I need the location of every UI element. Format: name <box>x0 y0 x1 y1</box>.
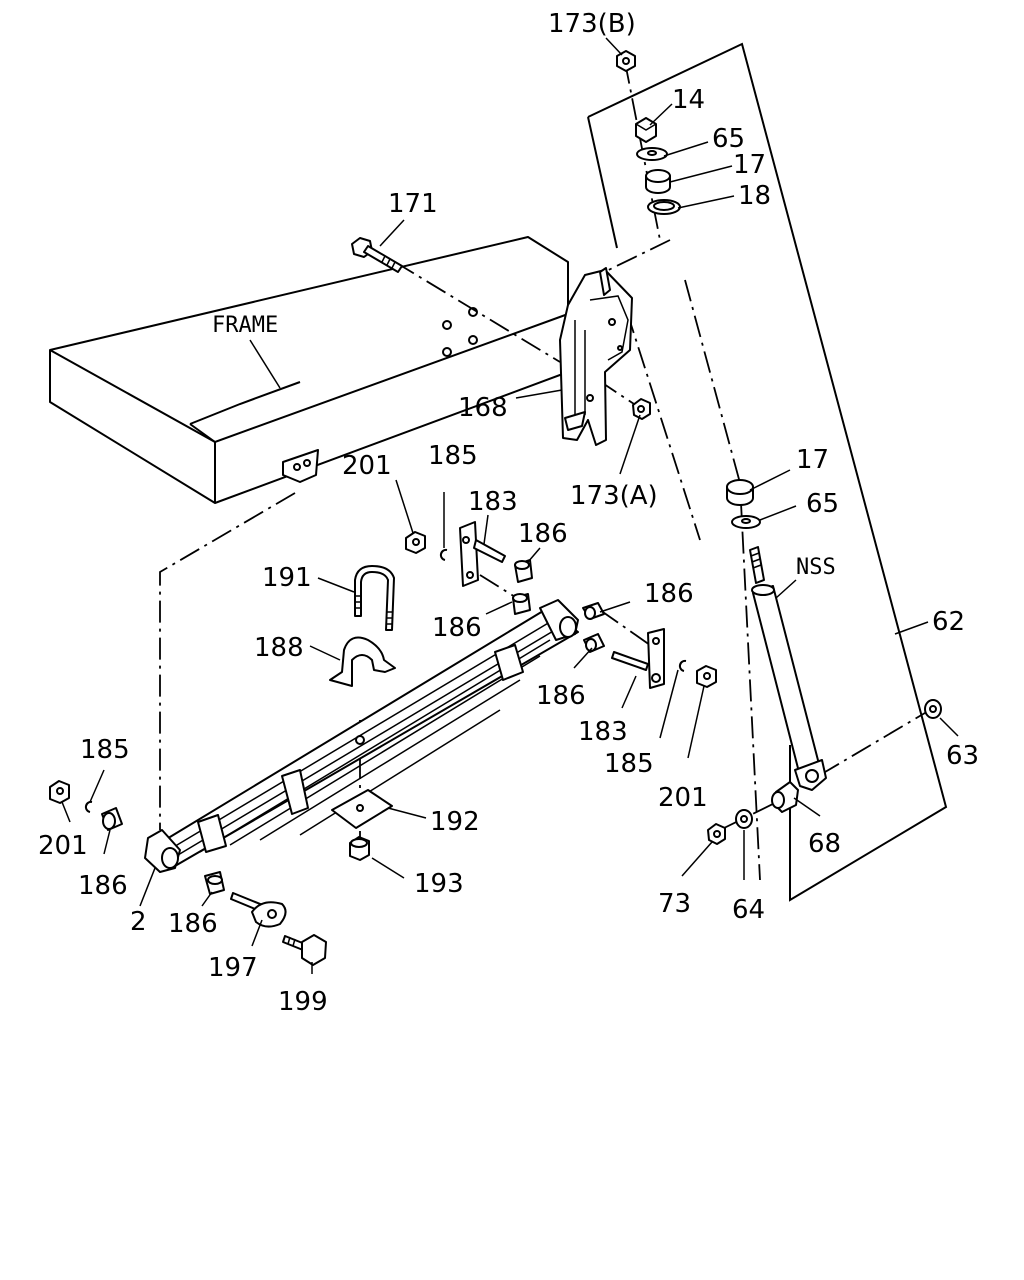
washer-65-mid <box>731 515 761 529</box>
label-plate-192: 192 <box>430 807 480 837</box>
bush-186-b <box>512 593 531 615</box>
shackle-183-upper <box>459 521 506 587</box>
pin-197 <box>230 892 287 928</box>
bolt-171 <box>351 237 403 273</box>
leader-lines <box>61 37 959 974</box>
label-bushing-17-mid: 17 <box>796 445 829 475</box>
shock-absorber <box>749 546 827 791</box>
nut-201-right <box>696 665 717 688</box>
label-bracket-168: 168 <box>458 393 508 423</box>
bush-186-a <box>514 559 533 583</box>
bracket-168 <box>559 267 633 446</box>
bushing-17-top <box>645 169 671 194</box>
label-nut-201-right: 201 <box>658 783 708 813</box>
label-bush-186-d: 186 <box>536 681 586 711</box>
bush-186-left <box>101 807 123 831</box>
plate-192 <box>331 789 393 829</box>
bush-68 <box>771 781 799 813</box>
label-nut-201-left: 201 <box>38 831 88 861</box>
label-washer-65-top: 65 <box>712 124 745 154</box>
label-nut-14: 14 <box>672 85 705 115</box>
clip-185-mid <box>439 548 448 561</box>
label-shackle-183-lower: 183 <box>578 717 628 747</box>
label-washer-63: 63 <box>946 741 979 771</box>
top-nut-173b <box>616 50 636 72</box>
label-clip-185-right: 185 <box>604 749 654 779</box>
washer-64 <box>735 809 753 829</box>
label-bush-186-front: 186 <box>168 909 218 939</box>
label-clip-185-mid: 185 <box>428 441 478 471</box>
label-bush-186-c: 186 <box>644 579 694 609</box>
bush-186-front <box>204 871 225 895</box>
label-nut-193: 193 <box>414 869 464 899</box>
shock-group-outline <box>587 42 948 902</box>
label-bushing-17-top: 17 <box>733 150 766 180</box>
label-pin-197: 197 <box>208 953 258 983</box>
label-ubolt-191: 191 <box>262 563 312 593</box>
label-nut-201-mid: 201 <box>342 451 392 481</box>
bushing-17-mid <box>726 479 754 506</box>
label-nss: NSS <box>796 555 836 580</box>
bush-186-d <box>583 633 605 653</box>
label-clip-185-left: 185 <box>80 735 130 765</box>
bolt-199 <box>282 934 327 966</box>
label-washer-65-mid: 65 <box>806 489 839 519</box>
washer-18 <box>647 199 681 215</box>
bush-186-c <box>582 602 605 620</box>
label-bolt-199: 199 <box>278 987 328 1017</box>
label-nut-73: 73 <box>658 889 691 919</box>
label-bush-186-a: 186 <box>518 519 568 549</box>
nut-201-mid <box>405 531 426 554</box>
nut-193 <box>349 836 370 861</box>
label-seat-188: 188 <box>254 633 304 663</box>
nut-173a <box>632 398 651 420</box>
frame-rail <box>49 236 569 504</box>
clip-185-left <box>84 800 93 813</box>
leaf-spring <box>144 599 579 873</box>
washer-63 <box>924 699 942 719</box>
label-washer-18: 18 <box>738 181 771 211</box>
washer-65-top <box>636 147 668 161</box>
label-nut-top: 173(B) <box>548 9 636 39</box>
part-labels: 173(B) 14 65 17 18 171 FRAME 168 173(A) … <box>38 9 979 1017</box>
ubolt-191 <box>354 565 395 631</box>
label-frame: FRAME <box>212 313 278 338</box>
label-bush-186-left: 186 <box>78 871 128 901</box>
seat-188 <box>329 636 396 687</box>
nut-201-left <box>49 780 70 804</box>
label-nut-173a: 173(A) <box>570 481 658 511</box>
label-shock-62: 62 <box>932 607 965 637</box>
label-washer-64: 64 <box>732 895 765 925</box>
nut-73 <box>707 823 726 845</box>
shackle-183-lower <box>611 628 665 689</box>
label-bolt-171: 171 <box>388 189 438 219</box>
label-bush-68: 68 <box>808 829 841 859</box>
label-spring-2: 2 <box>130 907 147 937</box>
label-bush-186-b: 186 <box>432 613 482 643</box>
label-shackle-183-upper: 183 <box>468 487 518 517</box>
clip-185-right <box>678 659 687 672</box>
